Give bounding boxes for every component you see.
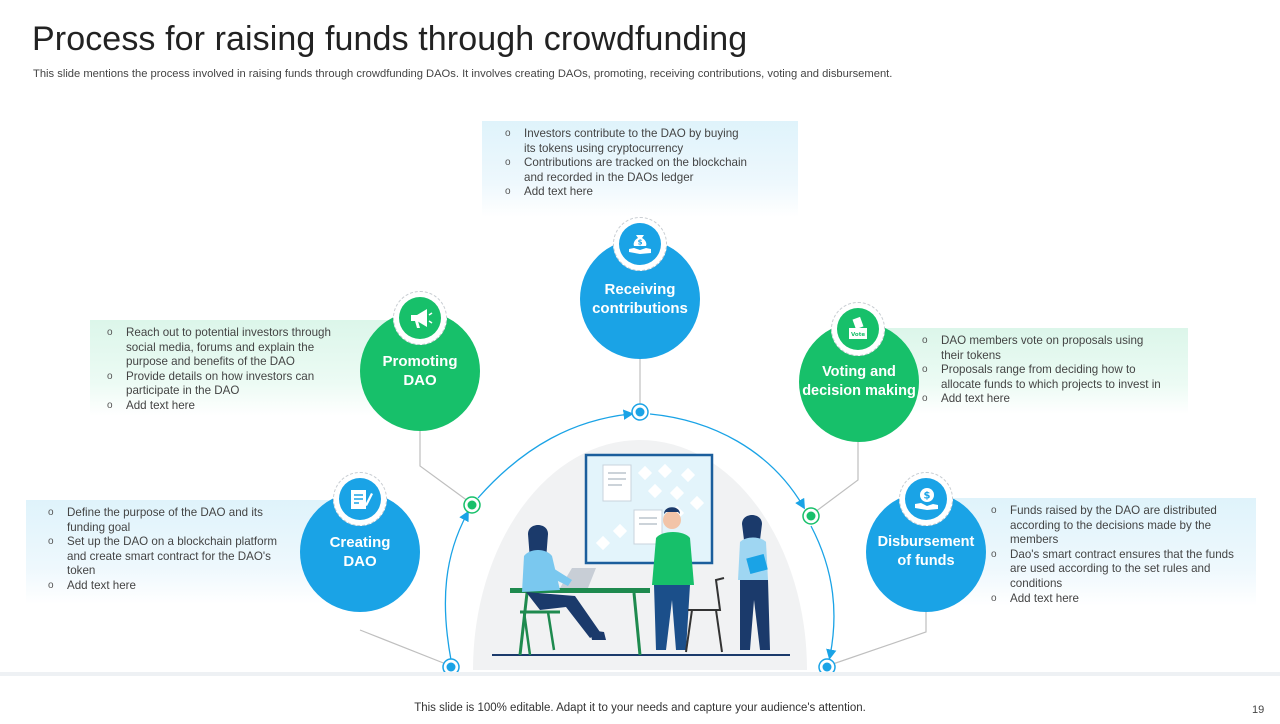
step-label-creating-1: Creating (329, 534, 391, 551)
leader-lines (359, 358, 927, 667)
money-bag-hand-icon: $ (619, 223, 661, 265)
icon-holder-voting: Vote (831, 302, 885, 356)
step-label-voting-2: decision making (802, 383, 916, 399)
slide-subtitle: This slide mentions the process involved… (33, 68, 893, 80)
step-label-creating-2: DAO (343, 553, 377, 570)
text-box-voting: DAO members vote on proposals using thei… (885, 328, 1188, 414)
bullet-receiving-3: Add text here (505, 185, 788, 200)
leader-line-creating (359, 629, 452, 667)
icon-holder-disbursement: $ (899, 472, 953, 526)
megaphone-icon (399, 297, 441, 339)
vote-label: Vote (851, 332, 865, 338)
document-edit-icon (339, 478, 381, 520)
footer-bar (0, 672, 1280, 724)
text-box-creating: Define the purpose of the DAO and its fu… (26, 500, 336, 604)
arrow-creating-promoting (444, 510, 469, 661)
step-label-receiving-1: Receiving (604, 281, 676, 298)
leader-line-disbursement (826, 610, 927, 667)
arrow-promoting-receiving (477, 409, 634, 499)
step-circle-disbursement: Disbursement of funds (866, 492, 986, 612)
step-label-receiving-2: contributions (592, 300, 688, 317)
bullet-creating-1: Define the purpose of the DAO and its fu… (48, 506, 281, 535)
bullet-promoting-2: Provide details on how investors can par… (107, 370, 332, 399)
bullet-promoting-1: Reach out to potential investors through… (107, 326, 352, 370)
bullet-voting-2: Proposals range from deciding how to all… (922, 363, 1178, 392)
connector-nodes (442, 403, 836, 676)
page-number: 19 (1252, 704, 1265, 716)
bullet-voting-1: DAO members vote on proposals using thei… (922, 334, 1165, 363)
bullet-disbursement-1: Funds raised by the DAO are distributed … (991, 504, 1236, 548)
svg-text:$: $ (638, 239, 643, 247)
step-label-disbursement-1: Disbursement (877, 534, 975, 550)
leader-line-voting (810, 440, 859, 516)
bullet-creating-2: Set up the DAO on a blockchain platform … (48, 535, 291, 579)
arrow-receiving-voting (649, 413, 805, 510)
flow-arrows (444, 409, 837, 661)
bullet-receiving-1: Investors contribute to the DAO by buyin… (505, 127, 752, 156)
text-box-promoting: Reach out to potential investors through… (90, 320, 390, 416)
arrow-voting-disbursement (810, 525, 837, 660)
ballot-box-icon: Vote (837, 308, 879, 350)
icon-holder-promoting (393, 291, 447, 345)
bullet-voting-3: Add text here (922, 392, 1178, 407)
step-label-voting-1: Voting and (822, 364, 896, 380)
team-meeting-illustration (492, 453, 790, 656)
icon-holder-creating (333, 472, 387, 526)
slide-title: Process for raising funds through crowdf… (32, 20, 748, 58)
bullet-disbursement-2: Dao's smart contract ensures that the fu… (991, 548, 1236, 592)
bullet-creating-3: Add text here (48, 579, 326, 594)
step-label-promoting-1: Promoting (382, 353, 458, 370)
leader-line-promoting (419, 428, 473, 505)
step-label-disbursement-2: of funds (897, 553, 955, 569)
bullet-disbursement-3: Add text here (991, 592, 1246, 607)
step-label-promoting-2: DAO (403, 372, 437, 389)
bullet-receiving-2: Contributions are tracked on the blockch… (505, 156, 764, 185)
footer-text: This slide is 100% editable. Adapt it to… (414, 702, 866, 714)
dollar-hand-icon: $ (905, 478, 947, 520)
svg-text:$: $ (924, 491, 931, 502)
bullet-promoting-3: Add text here (107, 399, 380, 414)
text-box-receiving: Investors contribute to the DAO by buyin… (482, 121, 798, 217)
icon-holder-receiving: $ (613, 217, 667, 271)
text-box-disbursement: Funds raised by the DAO are distributed … (954, 498, 1256, 606)
